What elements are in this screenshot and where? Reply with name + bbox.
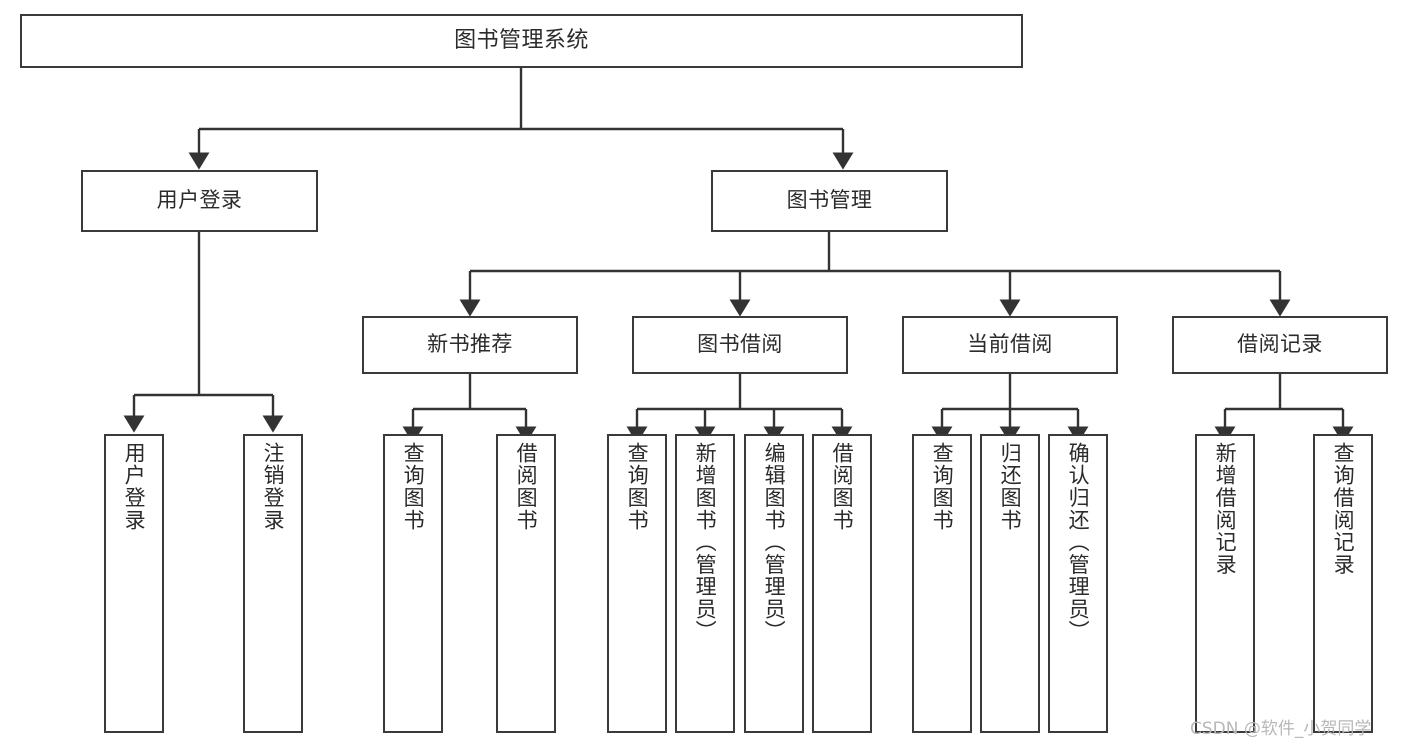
- node-user-login-label: 用户登录: [156, 188, 243, 213]
- leaf-query-book-2[interactable]: 查询图书: [607, 434, 667, 733]
- node-user-login[interactable]: 用户登录: [81, 170, 318, 232]
- node-new-book-recommend[interactable]: 新书推荐: [362, 316, 578, 374]
- node-current-borrow-label: 当前借阅: [967, 332, 1053, 357]
- leaf-confirm-return[interactable]: 确认归还（管理员）: [1048, 434, 1108, 733]
- leaf-query-book-1[interactable]: 查询图书: [383, 434, 443, 733]
- leaf-query-book-3[interactable]: 查询图书: [912, 434, 972, 733]
- node-root[interactable]: 图书管理系统: [20, 14, 1023, 68]
- node-borrow-record[interactable]: 借阅记录: [1172, 316, 1388, 374]
- leaf-return-book[interactable]: 归还图书: [980, 434, 1040, 733]
- leaf-borrow-book-2-label: 借阅图书: [830, 442, 855, 532]
- leaf-borrow-book-2[interactable]: 借阅图书: [812, 434, 872, 733]
- leaf-add-book-label: 新增图书（管理员）: [693, 442, 718, 643]
- leaf-confirm-return-label: 确认归还（管理员）: [1066, 442, 1091, 643]
- node-book-manage[interactable]: 图书管理: [711, 170, 948, 232]
- leaf-edit-book[interactable]: 编辑图书（管理员）: [744, 434, 804, 733]
- leaf-user-login[interactable]: 用户登录: [104, 434, 164, 733]
- leaf-query-book-1-label: 查询图书: [401, 442, 426, 532]
- node-root-label: 图书管理系统: [454, 27, 589, 53]
- leaf-borrow-book-1-label: 借阅图书: [514, 442, 539, 532]
- node-new-book-recommend-label: 新书推荐: [427, 332, 513, 357]
- leaf-add-record[interactable]: 新增借阅记录: [1195, 434, 1255, 733]
- node-borrow-record-label: 借阅记录: [1237, 332, 1323, 357]
- leaf-borrow-book-1[interactable]: 借阅图书: [496, 434, 556, 733]
- csdn-watermark: CSDN @软件_小贺同学: [1190, 719, 1372, 739]
- leaf-add-book[interactable]: 新增图书（管理员）: [675, 434, 735, 733]
- leaf-user-logout-label: 注销登录: [261, 442, 286, 532]
- node-book-borrow[interactable]: 图书借阅: [632, 316, 848, 374]
- leaf-add-record-label: 新增借阅记录: [1213, 442, 1238, 576]
- leaf-query-record[interactable]: 查询借阅记录: [1313, 434, 1373, 733]
- leaf-return-book-label: 归还图书: [998, 442, 1023, 532]
- leaf-query-book-3-label: 查询图书: [930, 442, 955, 532]
- node-book-manage-label: 图书管理: [786, 188, 873, 213]
- node-book-borrow-label: 图书借阅: [697, 332, 783, 357]
- leaf-query-record-label: 查询借阅记录: [1331, 442, 1356, 576]
- leaf-query-book-2-label: 查询图书: [625, 442, 650, 532]
- leaf-edit-book-label: 编辑图书（管理员）: [762, 442, 787, 643]
- node-current-borrow[interactable]: 当前借阅: [902, 316, 1118, 374]
- leaf-user-logout[interactable]: 注销登录: [243, 434, 303, 733]
- leaf-user-login-label: 用户登录: [122, 442, 147, 532]
